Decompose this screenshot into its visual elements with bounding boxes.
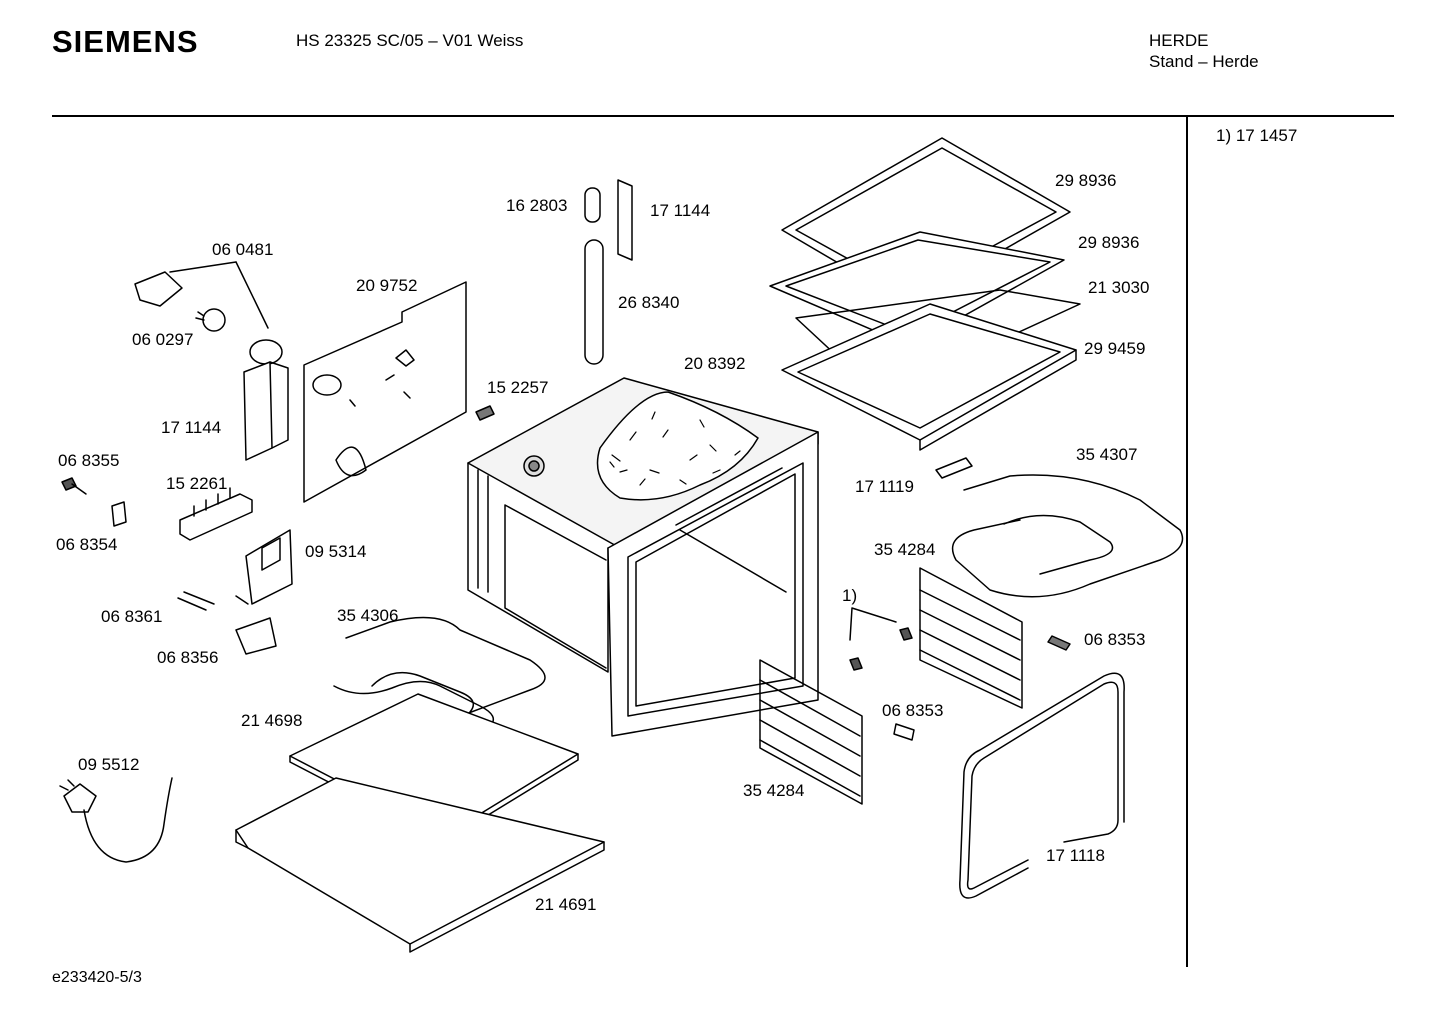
part-label-214698: 21 4698 [241,711,303,730]
category-label: HERDE [1149,31,1209,50]
header-divider [52,115,1394,117]
part-label-354284-left: 35 4284 [743,781,805,800]
bracket-left-drawing [243,361,289,461]
clips-and-door-seal-drawing [849,607,1125,899]
part-label-162803: 16 2803 [506,196,568,215]
screws-drawing [61,477,277,655]
part-label-068354: 06 8354 [56,535,118,554]
part-label-214691: 21 4691 [535,895,597,914]
vent-pipe-drawing [475,179,633,421]
part-label-354306: 35 4306 [337,606,399,625]
part-label-209752: 20 9752 [356,276,418,295]
part-label-068361: 06 8361 [101,607,163,626]
part-label-208392: 20 8392 [684,354,746,373]
part-label-152261: 15 2261 [166,474,228,493]
base-tray-drawing [235,777,605,953]
top-heater-drawing [935,457,1184,598]
part-label-060481: 06 0481 [212,240,274,259]
part-label-152257: 15 2257 [487,378,549,397]
part-label-095314: 09 5314 [305,542,367,561]
part-label-068356: 06 8356 [157,648,219,667]
part-label-171144-left: 17 1144 [161,418,222,437]
subcategory-label: Stand – Herde [1149,52,1259,71]
part-label-268340: 26 8340 [618,293,680,312]
model-title: HS 23325 SC/05 – V01 Weiss [296,31,524,50]
part-label-068353-right: 06 8353 [1084,630,1146,649]
part-label-060297: 06 0297 [132,330,194,349]
drawing-id: e233420-5/3 [52,969,142,986]
part-label-354307: 35 4307 [1076,445,1138,464]
part-label-068355: 06 8355 [58,451,120,470]
part-label-213030: 21 3030 [1088,278,1150,297]
part-label-299459: 29 9459 [1084,339,1146,358]
part-label-171144-top: 17 1144 [650,201,711,220]
part-label-171118: 17 1118 [1046,846,1105,865]
part-label-298936-lower: 29 8936 [1078,233,1140,252]
footnote-reference: 1) 17 1457 [1216,126,1298,145]
side-panel-drawing [303,281,467,503]
footnote-marker: 1) [842,586,858,605]
part-label-354284-right: 35 4284 [874,540,936,559]
power-cable-drawing [59,777,173,863]
baking-trays-drawing [769,137,1081,451]
lamp-assembly-drawing [134,261,283,365]
part-label-095512: 09 5512 [78,755,140,774]
sidebar-divider [1186,117,1188,967]
switch-bracket-drawing [235,529,293,605]
part-label-298936-upper: 29 8936 [1055,171,1117,190]
insulation-mat-drawing [596,391,759,501]
brand-logo: SIEMENS [52,24,199,59]
terminal-block-drawing [179,487,253,541]
part-label-068353-center: 06 8353 [882,701,944,720]
part-label-171119: 17 1119 [855,477,914,496]
side-racks-drawing [759,567,1023,805]
